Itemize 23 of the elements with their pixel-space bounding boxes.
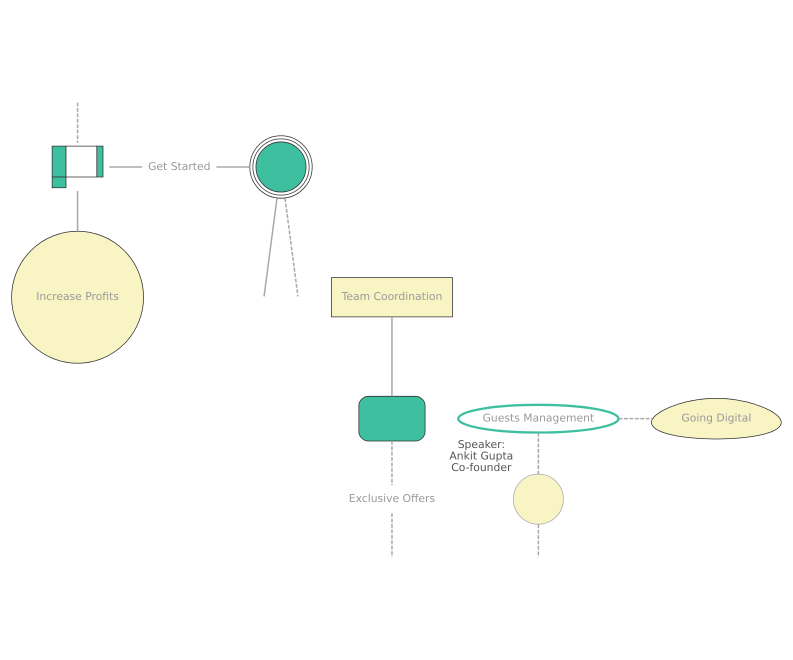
node-label: Speaker: [458,438,505,452]
node-text: Exclusive Offers [348,492,436,506]
connector [538,524,540,558]
connector [76,191,78,232]
connector [109,166,142,168]
connector [391,441,393,486]
connector [216,166,250,168]
connector [391,513,393,558]
node-circle [512,474,564,525]
node-ellipse: Guests Management [457,404,620,434]
node-circle [249,135,313,199]
node-text: Get Started [148,160,210,173]
connector [284,198,299,297]
node-label: Ankit Gupta [449,450,514,463]
node-box: Team Coordination [331,277,453,318]
node-circle: Increase Profits [11,230,144,364]
node-label: Co-founder [451,461,512,474]
connector [76,102,78,143]
connector [538,432,540,474]
connector [391,317,393,396]
node-box [358,396,426,442]
connector [263,198,278,297]
connector [618,418,653,420]
